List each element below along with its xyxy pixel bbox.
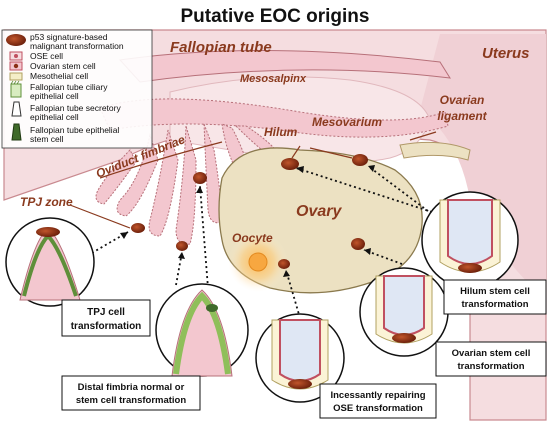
lesion-fimbria-lower [176,241,188,251]
caption-ose-line1: Incessantly repairing [330,390,425,401]
legend-item: OSE cell [30,51,63,61]
fallopian-tube [118,50,451,83]
ovarian-ligament [399,141,471,161]
label-ovary: Ovary [296,203,342,220]
label-hilum: Hilum [264,125,298,139]
inset-hilum-stem [421,191,519,289]
legend-item: stem cell [30,134,64,144]
caption-tpj-line2: transformation [71,321,142,332]
label-mesosalpinx: Mesosalpinx [240,73,307,85]
caption-ovarian-stem-line1: Ovarian stem cell [452,348,531,359]
legend-item: epithelial cell [30,91,79,101]
ciliary-cell-icon [10,83,22,98]
legend: p53 signature-based malignant transforma… [1,29,153,149]
label-ovarian: Ovarian [440,93,485,107]
lesion-hilum [281,158,299,170]
lesion-mesovarium [352,154,368,166]
caption-hilum-stem-line2: transformation [461,299,528,310]
legend-item: Fallopian tube ciliary [30,82,108,92]
legend-item: malignant transformation [30,41,124,51]
diagram-title: Putative EOC origins [181,6,370,27]
label-fallopian-tube: Fallopian tube [170,39,272,56]
legend-item: Fallopian tube secretory [30,103,121,113]
mesothelial-cell-icon [9,72,23,81]
epithelial-stem-cell-icon [11,123,22,141]
label-connectors [69,131,437,229]
caption-ose: Incessantly repairing OSE transformation [319,383,437,419]
caption-fimbria: Distal fimbria normal or stem cell trans… [61,375,201,411]
label-uterus: Uterus [482,45,530,62]
legend-item: Mesothelial cell [30,71,88,81]
inset-tpj [5,217,95,307]
lesion-tpj [131,223,145,233]
legend-item: p53 signature-based [30,32,108,42]
transformation-sites [131,154,368,269]
inset-ovarian-stem [359,267,449,357]
lesion-fimbria [193,172,207,184]
inset-ose [255,313,345,403]
caption-fimbria-line2: stem cell transformation [76,395,187,406]
legend-item: Fallopian tube epithelial [30,125,119,135]
oocyte [248,252,268,272]
caption-ose-line2: OSE transformation [333,403,423,414]
label-ligament: ligament [437,109,487,123]
label-tpj-zone: TPJ zone [20,195,73,209]
fallopian-tube-ampulla [99,98,449,138]
inset-fimbria [155,283,249,377]
legend-item: Ovarian stem cell [30,61,96,71]
oviduct-fimbriae [95,123,275,245]
caption-tpj: TPJ cell transformation [61,299,151,337]
caption-ovarian-stem-line2: transformation [457,361,524,372]
caption-hilum-stem: Hilum stem cell transformation [443,279,547,315]
p53-cell-icon [6,34,26,46]
arrow-heads [120,165,375,277]
caption-tpj-line1: TPJ cell [87,307,125,318]
caption-ovarian-stem: Ovarian stem cell transformation [435,341,547,377]
secretory-cell-icon [11,101,22,117]
lesion-ose [278,259,290,269]
lesion-ovarian-stem [351,238,365,250]
legend-item: epithelial cell [30,112,79,122]
caption-fimbria-line1: Distal fimbria normal or [78,382,185,393]
label-mesovarium: Mesovarium [312,115,382,129]
caption-hilum-stem-line1: Hilum stem cell [460,286,530,297]
label-oocyte: Oocyte [232,231,273,245]
